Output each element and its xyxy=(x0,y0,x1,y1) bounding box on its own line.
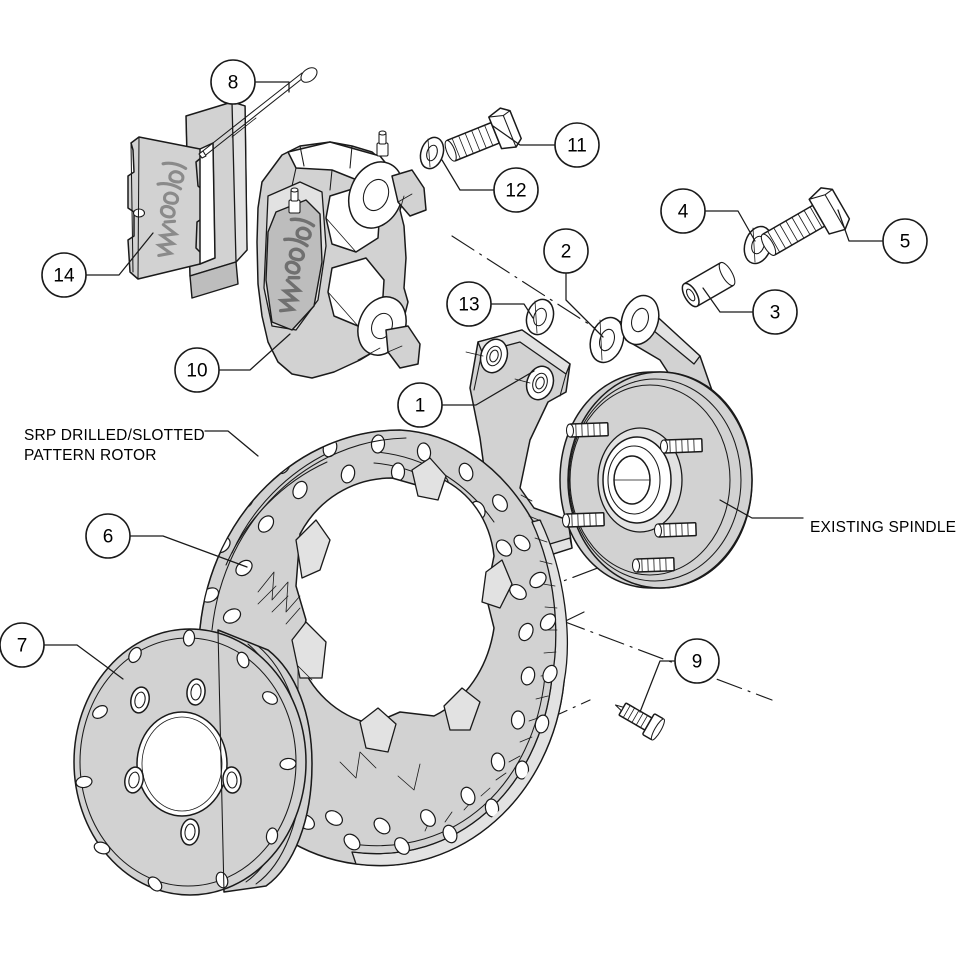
callout-number-4: 4 xyxy=(678,202,689,223)
callout-circle-2 xyxy=(543,228,589,274)
leader-line-14 xyxy=(85,232,154,276)
callout-number-2: 2 xyxy=(561,242,572,263)
part-13-bracket-washer xyxy=(525,298,555,336)
existing-spindle-hub xyxy=(559,371,753,589)
pad-wilwood-logo xyxy=(155,161,188,258)
callout-number-7: 7 xyxy=(17,636,28,657)
callout-13[interactable]: 13 xyxy=(446,281,492,327)
callout-number-11: 11 xyxy=(567,136,587,157)
callout-number-13: 13 xyxy=(458,295,479,316)
callout-11[interactable]: 11 xyxy=(554,122,600,168)
leader-line-13 xyxy=(490,303,534,319)
part-6-srp-drilled-slotted-rotor xyxy=(197,429,568,867)
callout-circle-1 xyxy=(397,382,443,428)
leader-line-5 xyxy=(837,209,884,242)
part-2-shim-washer xyxy=(589,316,625,364)
callout-leader-lines xyxy=(43,81,884,713)
callout-circle-13 xyxy=(446,281,492,327)
callout-number-8: 8 xyxy=(228,73,239,94)
part-11-caliper-mount-bolt xyxy=(444,107,522,162)
part-7-rotor-hat xyxy=(73,628,313,896)
part-10-wilwood-caliper xyxy=(256,130,427,379)
rotor-label-line1: SRP DRILLED/SLOTTED xyxy=(24,427,205,444)
part-8-cotter-pin xyxy=(198,67,318,159)
callout-number-6: 6 xyxy=(103,527,114,548)
spindle-label: EXISTING SPINDLE xyxy=(810,519,957,536)
part-9-rotor-hat-bolt xyxy=(614,702,665,741)
part-14-brake-pad-set xyxy=(127,101,248,299)
rotor-hat-perimeter-holes xyxy=(75,629,297,892)
bracket-hole-upper-left xyxy=(479,338,509,374)
bracket-hole-upper-right xyxy=(525,365,555,401)
leader-line-1 xyxy=(441,370,535,406)
part-5-hex-bolt-long xyxy=(760,187,851,256)
leader-line-12 xyxy=(441,159,495,191)
callout-number-10: 10 xyxy=(186,361,207,382)
leader-line-3 xyxy=(702,287,754,313)
part-3-spacer-sleeve xyxy=(681,261,736,308)
callout-circle-10 xyxy=(174,347,220,393)
callout-circle-4 xyxy=(660,188,706,234)
callout-8[interactable]: 8 xyxy=(210,59,256,105)
callout-number-3: 3 xyxy=(770,303,781,324)
callout-number-12: 12 xyxy=(505,181,526,202)
part-12-caliper-bolt-washer xyxy=(419,136,445,170)
callout-circle-8 xyxy=(210,59,256,105)
leader-line-9 xyxy=(639,660,676,713)
rotor-label-line2: PATTERN ROTOR xyxy=(24,447,157,464)
callout-5[interactable]: 5 xyxy=(882,218,928,264)
callout-3[interactable]: 3 xyxy=(752,289,798,335)
callout-circle-12 xyxy=(493,167,539,213)
callout-circle-9 xyxy=(674,638,720,684)
callout-14[interactable]: 14 xyxy=(41,252,87,298)
text-label-leaders xyxy=(204,430,804,519)
wheel-studs xyxy=(561,422,703,573)
callout-10[interactable]: 10 xyxy=(174,347,220,393)
leader-line-8 xyxy=(254,81,290,93)
callout-9[interactable]: 9 xyxy=(674,638,720,684)
callout-circle-6 xyxy=(85,513,131,559)
callout-number-9: 9 xyxy=(692,652,703,673)
callout-1[interactable]: 1 xyxy=(397,382,443,428)
callout-6[interactable]: 6 xyxy=(85,513,131,559)
callout-4[interactable]: 4 xyxy=(660,188,706,234)
caliper-bleeder-screw-bottom xyxy=(288,187,301,214)
callout-circle-7 xyxy=(0,622,45,668)
caliper-bleeder-screw-top xyxy=(376,130,389,157)
leader-line-10 xyxy=(218,333,291,371)
rotor-hat-bolt-holes xyxy=(124,678,242,846)
leader-line-2 xyxy=(565,272,604,338)
callout-7[interactable]: 7 xyxy=(0,622,45,668)
callout-circle-5 xyxy=(882,218,928,264)
callout-2[interactable]: 2 xyxy=(543,228,589,274)
leader-line-6 xyxy=(129,535,248,568)
callout-12[interactable]: 12 xyxy=(493,167,539,213)
callout-number-14: 14 xyxy=(53,266,75,287)
leader-line-11 xyxy=(492,125,556,146)
callout-circle-14 xyxy=(41,252,87,298)
leader-line-4 xyxy=(704,210,756,242)
callout-number-1: 1 xyxy=(415,396,426,417)
callout-number-5: 5 xyxy=(900,232,911,253)
callout-circle-3 xyxy=(752,289,798,335)
caliper-wilwood-logo xyxy=(277,217,316,313)
callout-circle-11 xyxy=(554,122,600,168)
leader-line-7 xyxy=(43,644,124,680)
